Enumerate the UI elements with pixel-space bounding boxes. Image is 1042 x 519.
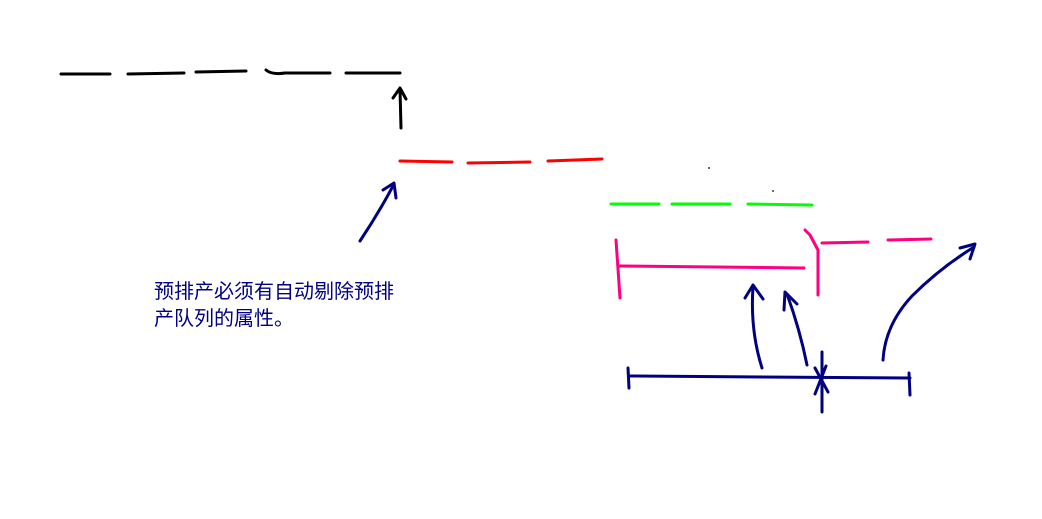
black-dash-3 [194, 69, 248, 74]
annotation-note: 预排产必须有自动剔除预排 产队列的属性。 [154, 278, 454, 332]
pink-dashed-line [820, 237, 933, 245]
navy-arrow-to-red [358, 181, 398, 243]
pink-bracket-bottom [618, 264, 806, 270]
navy-arrow-up-1 [743, 283, 765, 370]
stray-dots [708, 167, 774, 192]
pink-bracket-left [614, 238, 622, 300]
pink-dash-2 [886, 237, 933, 242]
green-dash-3 [746, 202, 814, 207]
pink-bracket-right [803, 228, 820, 297]
pink-bracket [614, 228, 820, 300]
green-dashed-line [609, 202, 814, 207]
red-dash-3 [546, 157, 604, 163]
black-up-arrow [391, 86, 408, 130]
timeline-tick-right [907, 371, 912, 397]
black-dash-2 [126, 71, 186, 76]
timeline-cross-2 [813, 364, 828, 396]
navy-arrow-up-2 [782, 290, 809, 367]
timeline-axis [627, 374, 912, 380]
navy-timeline [626, 350, 912, 414]
pink-dash-1 [820, 240, 870, 245]
annotation-line-1: 预排产必须有自动剔除预排 [154, 279, 394, 303]
red-dash-1 [398, 159, 454, 164]
black-dash-4 [264, 68, 332, 76]
annotation-line-2: 产队列的属性。 [154, 306, 294, 330]
navy-curved-arrow [881, 242, 977, 362]
timeline-tick-left [626, 366, 631, 390]
red-dash-2 [466, 160, 532, 165]
black-dashed-line [59, 68, 402, 76]
red-dashed-line [398, 157, 604, 165]
